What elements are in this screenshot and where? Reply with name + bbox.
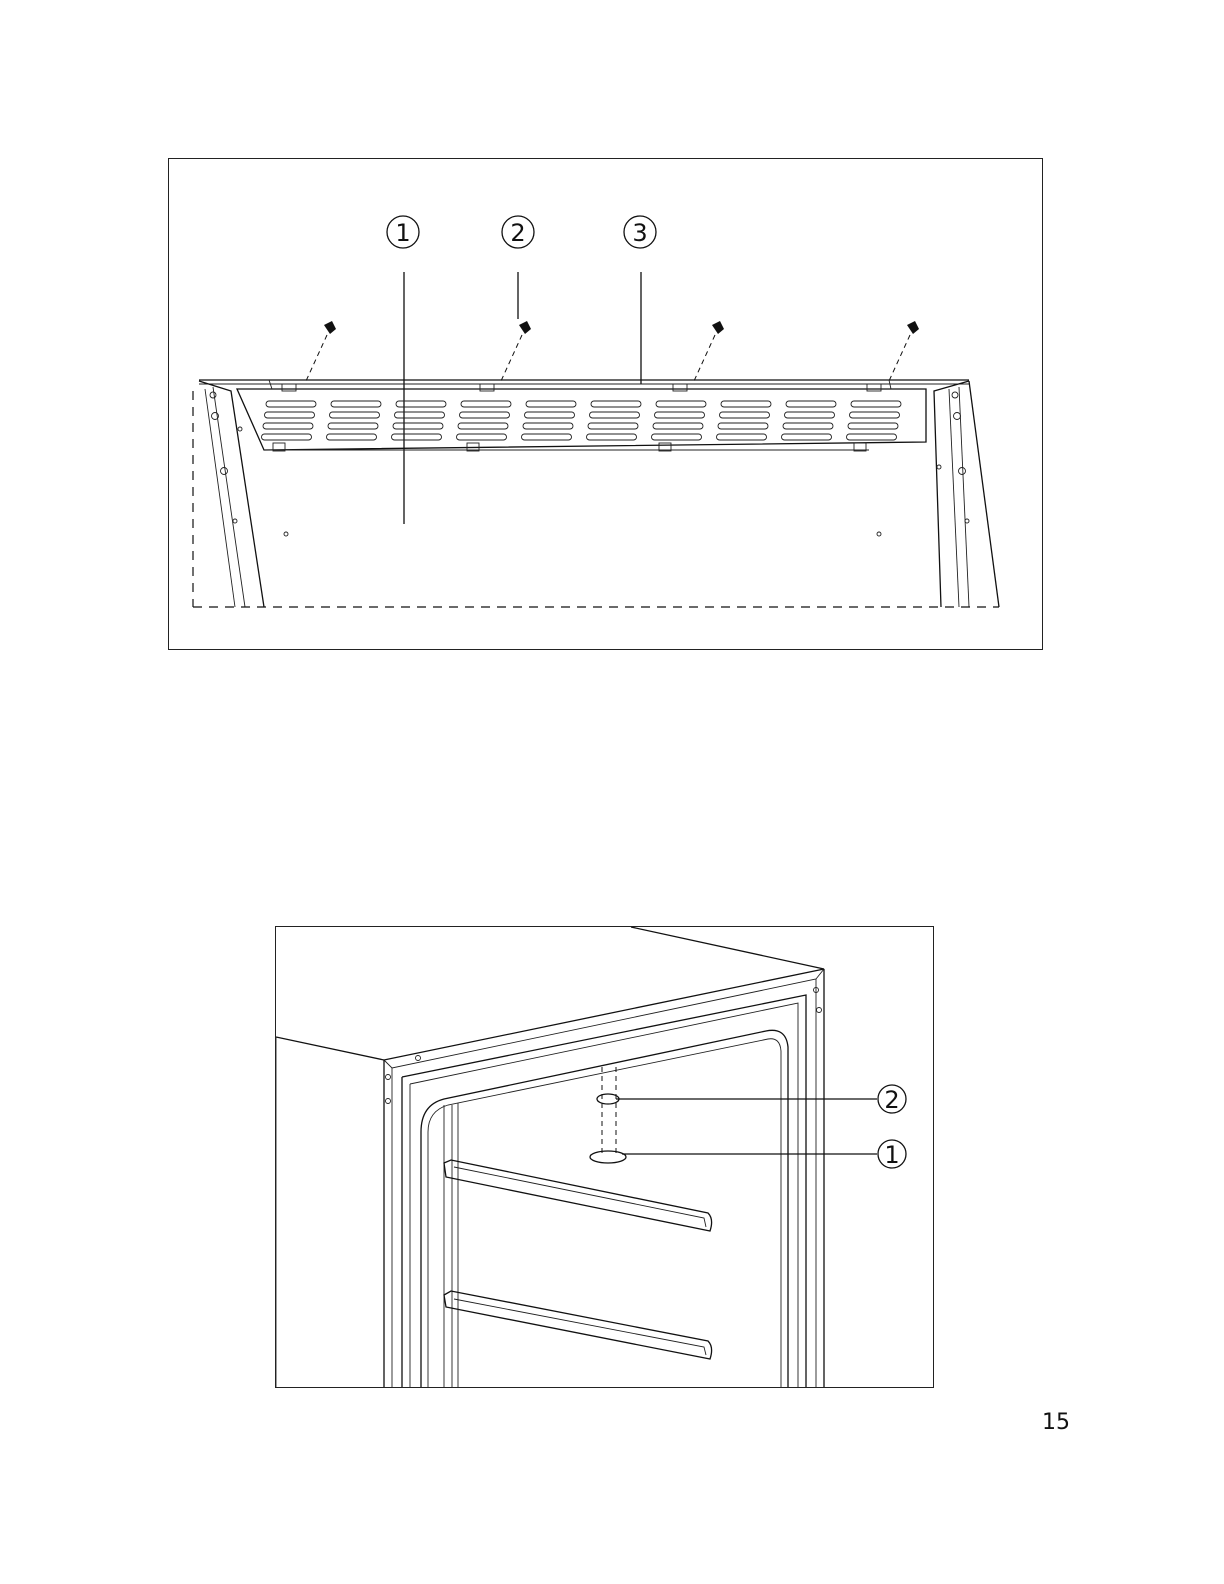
grille-slot — [652, 434, 702, 440]
callout-2: 2 — [502, 216, 534, 319]
grille-slot — [590, 412, 640, 418]
grille-slot — [393, 423, 443, 429]
grille-slot — [262, 434, 312, 440]
grille-slot — [720, 412, 770, 418]
ventilation-grille — [237, 380, 926, 451]
grille-slot — [782, 434, 832, 440]
grille-slot — [653, 423, 703, 429]
screw-icon — [889, 321, 919, 381]
grille-slot — [330, 412, 380, 418]
door-hinge-drawing: 2 1 — [276, 927, 933, 1387]
callout-2-label: 2 — [884, 1086, 899, 1114]
grille-slot — [523, 423, 573, 429]
grille-slot — [266, 401, 316, 407]
screw-icon — [501, 321, 531, 381]
callout-2-label: 2 — [510, 219, 525, 247]
grille-slot — [851, 401, 901, 407]
callout-1: 1 — [622, 1140, 906, 1169]
grille-slot — [587, 434, 637, 440]
callout-3: 3 — [624, 216, 656, 384]
grille-slot — [328, 423, 378, 429]
grille-slot — [461, 401, 511, 407]
grille-slot — [526, 401, 576, 407]
grille-slot — [847, 434, 897, 440]
callout-1-label: 1 — [395, 219, 410, 247]
grille-slot — [591, 401, 641, 407]
grille-slot — [395, 412, 445, 418]
cabinet-body — [276, 927, 824, 1387]
grille-slot — [655, 412, 705, 418]
grille-slot — [656, 401, 706, 407]
grille-slot — [721, 401, 771, 407]
figure-grille-installation: 1 2 3 — [168, 158, 1043, 650]
grille-slot — [392, 434, 442, 440]
page-number: 15 — [1042, 1410, 1070, 1435]
grille-installation-drawing: 1 2 3 — [169, 159, 1042, 649]
grille-slot — [588, 423, 638, 429]
grille-slot — [786, 401, 836, 407]
grille-slot — [785, 412, 835, 418]
grille-slot — [460, 412, 510, 418]
cabinet-frame — [193, 380, 999, 607]
grille-slot — [458, 423, 508, 429]
grille-slot — [525, 412, 575, 418]
callout-1-label: 1 — [884, 1141, 899, 1169]
grille-slot — [331, 401, 381, 407]
screw-icon — [306, 321, 336, 381]
grille-slot — [265, 412, 315, 418]
callout-1: 1 — [387, 216, 419, 524]
grille-slot — [327, 434, 377, 440]
grille-slot — [717, 434, 767, 440]
hinge-pin — [590, 1067, 626, 1163]
grille-slot — [783, 423, 833, 429]
callout-2: 2 — [616, 1085, 906, 1114]
grille-slot — [718, 423, 768, 429]
grille-slot — [457, 434, 507, 440]
grille-slot — [263, 423, 313, 429]
callout-3-label: 3 — [632, 219, 647, 247]
grille-slot — [850, 412, 900, 418]
figure-door-hinge: 2 1 — [275, 926, 934, 1388]
grille-slot — [522, 434, 572, 440]
grille-slot — [848, 423, 898, 429]
screw-icon — [694, 321, 724, 381]
